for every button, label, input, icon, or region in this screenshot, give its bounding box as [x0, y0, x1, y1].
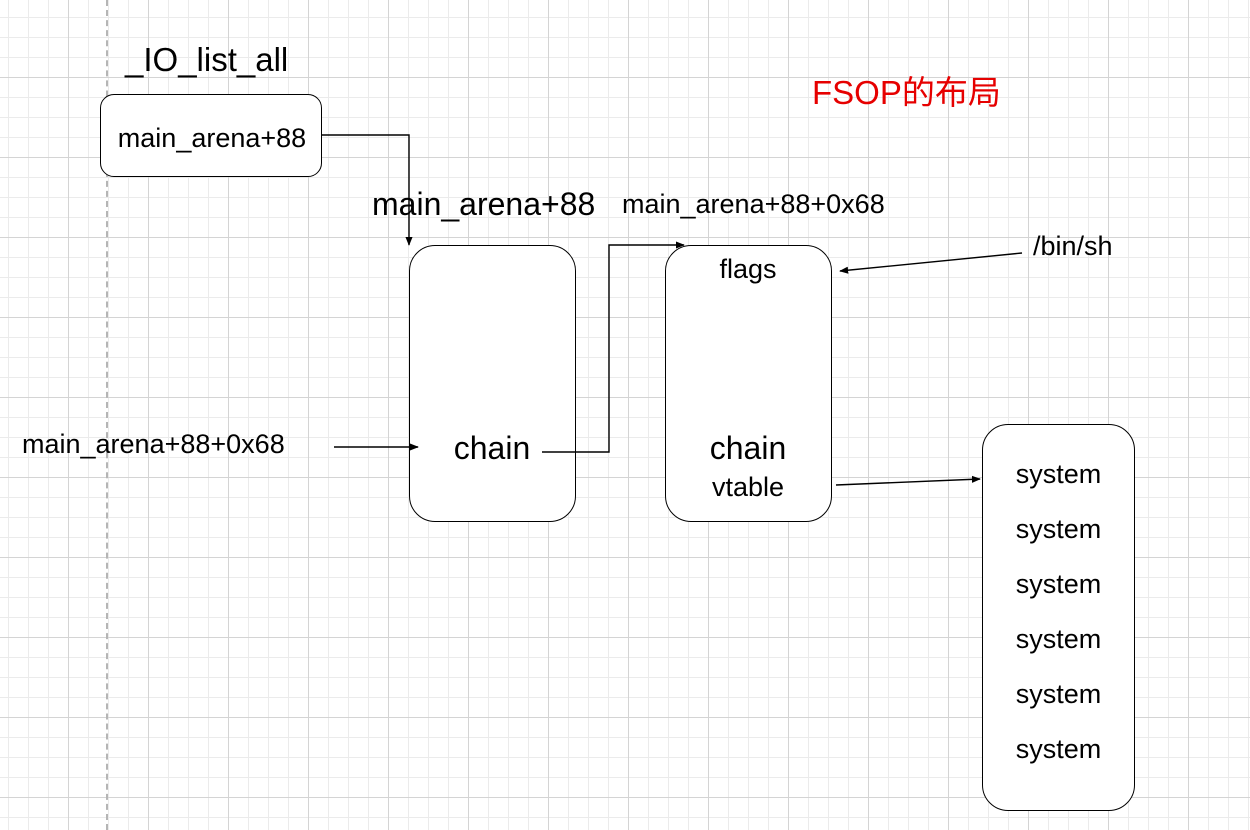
vtable-entry: system	[1015, 679, 1102, 709]
io-list-all-label: _IO_list_all	[125, 41, 289, 78]
chunk2-box[interactable]: flags chain vtable	[665, 245, 832, 522]
arrow-chunk1-chain-to-chunk2	[542, 241, 685, 453]
io-list-all-box[interactable]: main_arena+88	[100, 94, 322, 177]
left-pointer-label: main_arena+88+0x68	[22, 429, 285, 459]
chunk2-vtable-field: vtable	[711, 472, 785, 502]
chunk2-flags-field: flags	[719, 254, 777, 284]
vtable-entry: system	[1015, 459, 1102, 489]
chunk1-chain-field: chain	[453, 430, 531, 466]
vtable-entry: system	[1015, 514, 1102, 544]
fake-vtable-box[interactable]: system system system system system syste…	[982, 424, 1135, 811]
vtable-entry: system	[1015, 569, 1102, 599]
chunk2-address-label: main_arena+88+0x68	[622, 189, 885, 219]
chunk2-chain-field: chain	[709, 430, 787, 466]
diagram-title: FSOP的布局	[812, 74, 1001, 111]
arrow-vtable-to-system-table	[835, 475, 981, 486]
io-list-all-value: main_arena+88	[117, 123, 307, 153]
chunk1-box[interactable]: chain	[409, 245, 576, 522]
binsh-label: /bin/sh	[1033, 231, 1113, 261]
arrow-io-list-to-chunk1	[322, 134, 413, 246]
vtable-entry: system	[1015, 624, 1102, 654]
arrow-binsh-to-flags	[839, 252, 1023, 274]
page-boundary-line	[106, 0, 108, 830]
vtable-entry: system	[1015, 734, 1102, 764]
